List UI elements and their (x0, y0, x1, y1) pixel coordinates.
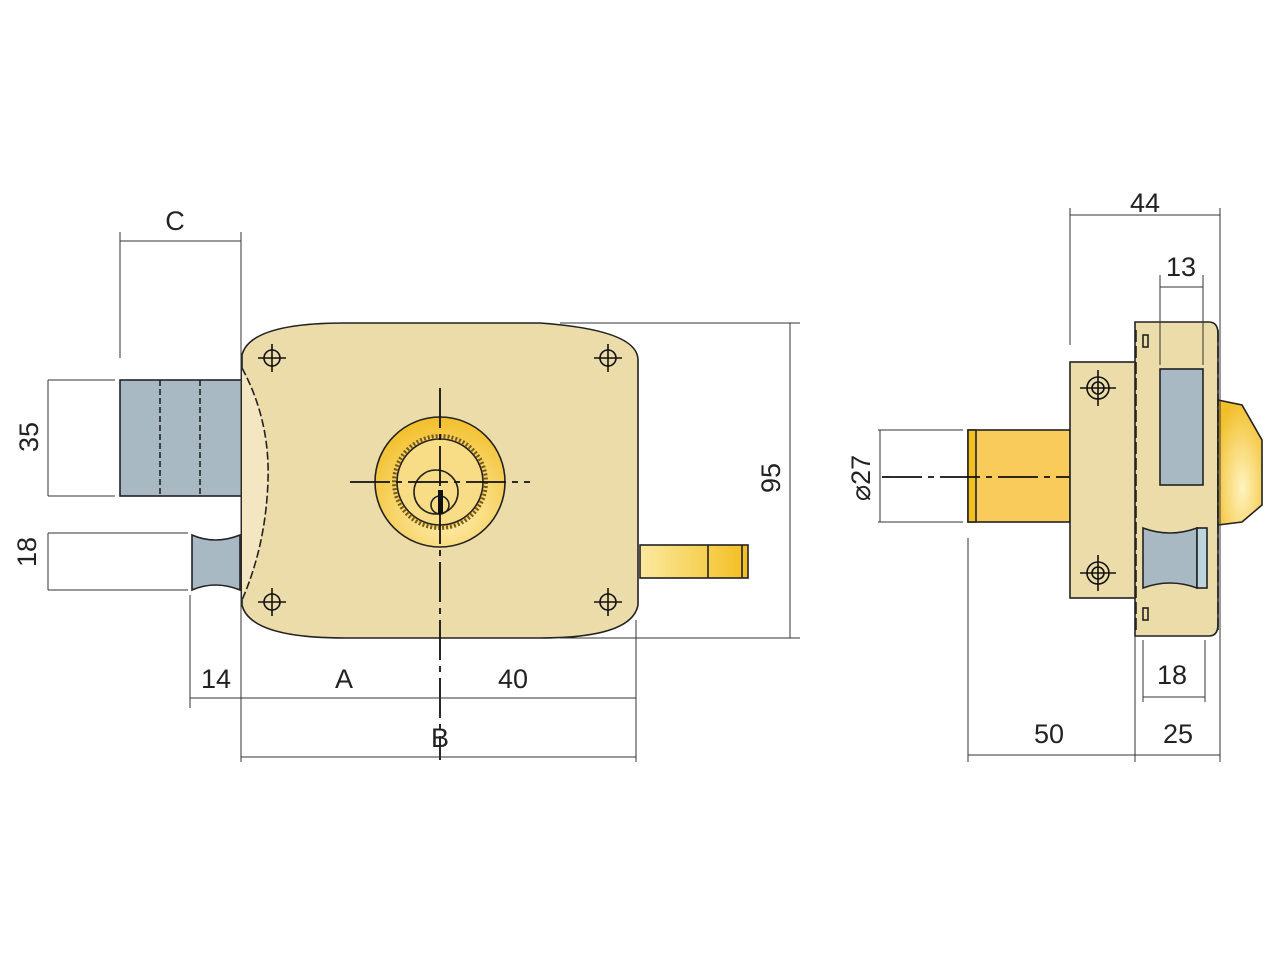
dim-44: 44 (1130, 188, 1160, 218)
dim-B: B (431, 723, 449, 753)
dim-18-latch: 18 (12, 537, 42, 567)
deadbolt (119, 379, 243, 497)
dim-diameter-27: ⌀27 (846, 455, 876, 501)
dim-50: 50 (1034, 719, 1064, 749)
latch (191, 533, 241, 592)
dim-40: 40 (498, 664, 528, 694)
tail-bar (639, 544, 749, 579)
dim-C: C (165, 206, 185, 236)
dim-18-side: 18 (1157, 660, 1187, 690)
side-view (882, 321, 1263, 637)
keyhole-icon (438, 490, 443, 514)
dim-25: 25 (1163, 719, 1193, 749)
screw-icon (258, 344, 622, 616)
deadbolt-side (1159, 368, 1204, 486)
dim-95: 95 (756, 463, 786, 493)
front-dimensions (47, 232, 800, 762)
screw-icon (1080, 370, 1116, 591)
dim-13: 13 (1166, 252, 1196, 282)
front-view (119, 322, 749, 760)
side-dimensions (878, 208, 1221, 762)
dim-14: 14 (201, 664, 231, 694)
mounting-plate (1069, 361, 1137, 599)
dim-35: 35 (14, 422, 44, 452)
latch-side (1142, 526, 1198, 590)
cylinder-side (967, 429, 1071, 523)
knob (1217, 399, 1263, 526)
dim-A: A (335, 664, 353, 694)
